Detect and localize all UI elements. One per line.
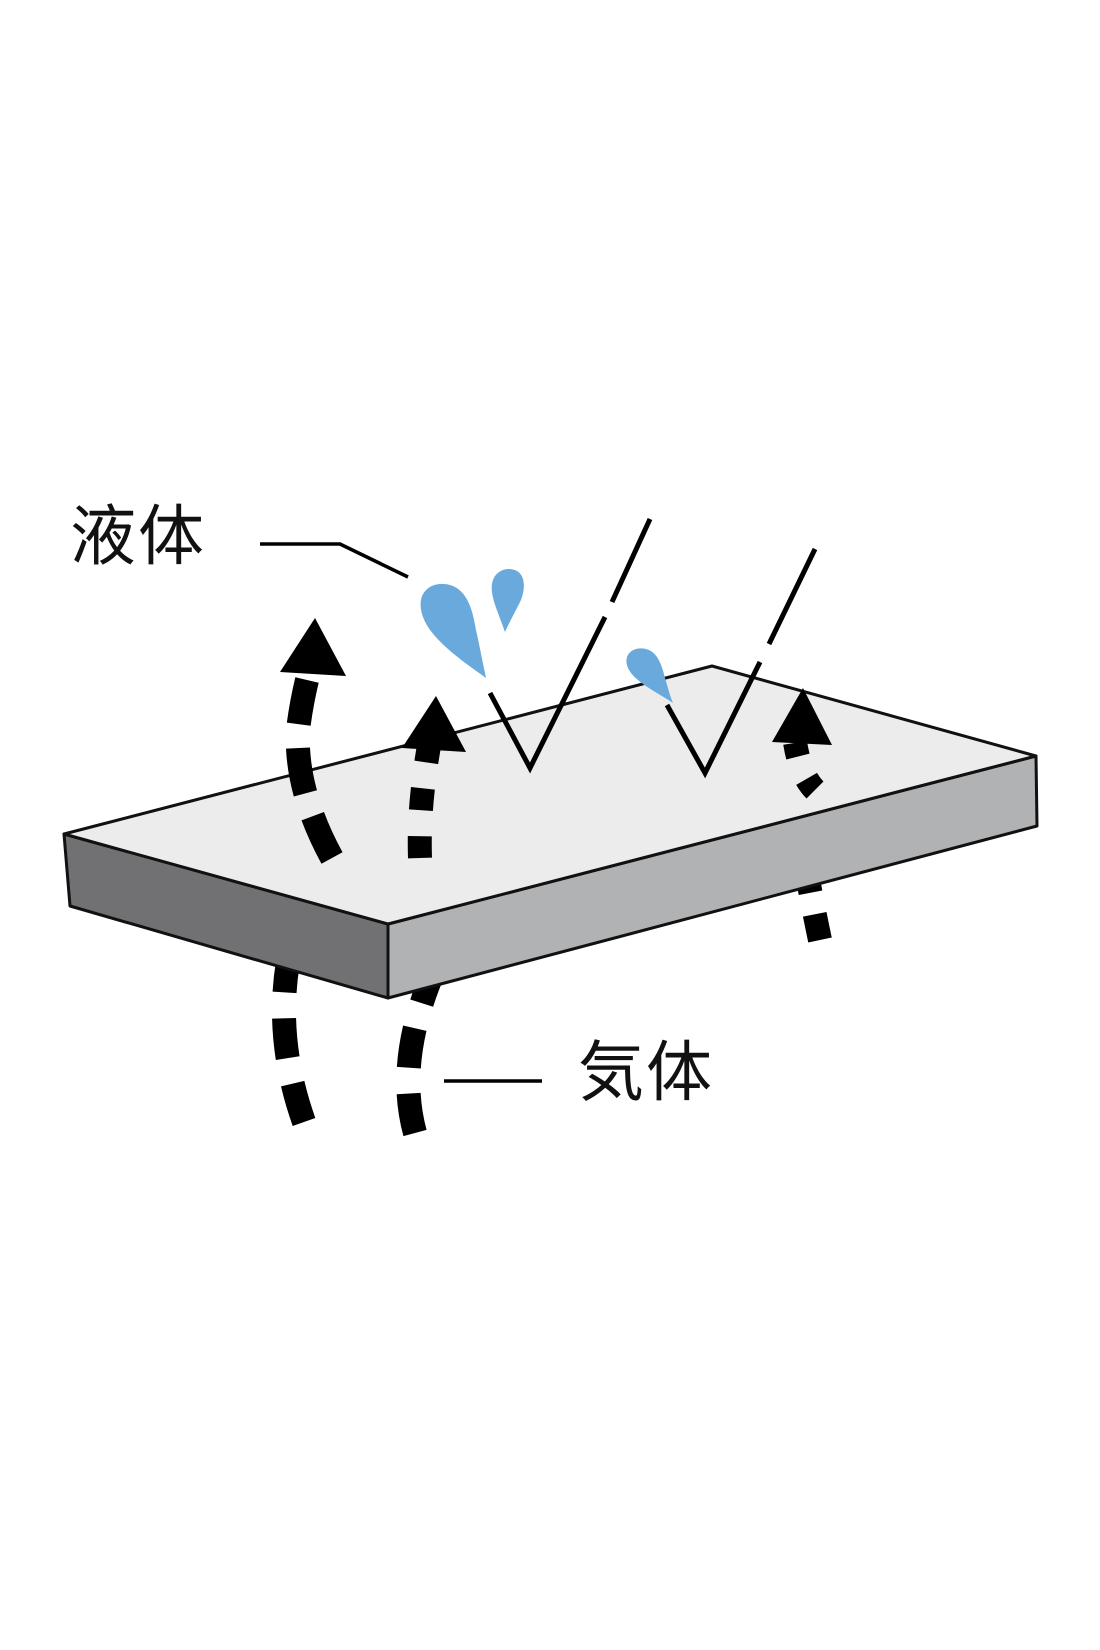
gas-arrow-tail-left (271, 960, 316, 1126)
liquid-droplets (420, 568, 673, 703)
liquid-leader-line (260, 542, 409, 579)
repel-marks (487, 517, 818, 779)
liquid-label: 液体 (70, 498, 206, 575)
v-mark-right-dash-icon (766, 547, 818, 646)
v-mark-right-icon (664, 660, 763, 779)
gas-arrow-heads (280, 618, 832, 752)
droplet-small-icon (491, 568, 524, 632)
droplet-right-icon (626, 648, 673, 703)
gas-label: 気体 (578, 1034, 714, 1111)
gas-arrow-shaft-right (783, 739, 824, 799)
v-mark-left-icon (487, 615, 608, 774)
leader-lines (260, 542, 542, 1083)
gas-arrow-tail-middle (396, 963, 447, 1137)
droplet-large-icon (420, 583, 486, 678)
membrane-slab (62, 664, 1039, 1000)
v-mark-left-dash-icon (609, 517, 653, 604)
arrow-head-middle-icon (402, 696, 466, 752)
gas-arrow-shaft-left (285, 677, 343, 864)
arrow-head-right-icon (772, 688, 832, 745)
arrow-head-left-icon (280, 618, 346, 676)
